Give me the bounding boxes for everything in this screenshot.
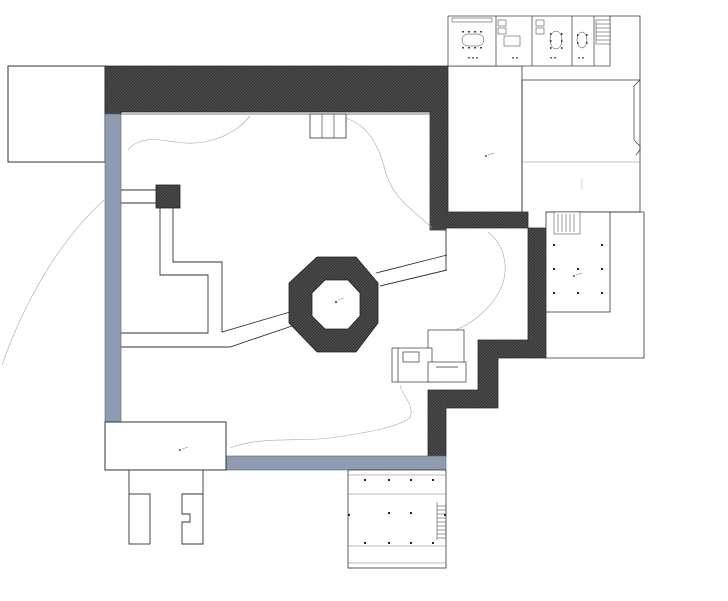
east-hall-columns (553, 244, 603, 294)
chairs (462, 31, 588, 49)
roof-band (104, 65, 547, 457)
square-pavilion (155, 184, 181, 209)
landscape-curve-south (229, 384, 412, 449)
courtyard-pavilion (391, 329, 467, 383)
south-pavilion (347, 469, 447, 569)
glass-wall-south (225, 455, 447, 471)
landscape-curve-north (127, 115, 251, 151)
desks (451, 17, 545, 35)
landscape-curve-southeast (454, 231, 506, 331)
walkway-system (121, 189, 448, 348)
octagonal-pavilion (288, 256, 379, 353)
annex-block-south-west (104, 421, 227, 471)
staircase-north (595, 19, 611, 45)
staircase-east (553, 211, 581, 235)
entrance-pavilion-north (309, 113, 347, 139)
landscape-curve-east (344, 117, 433, 229)
courtyard-outline (121, 113, 446, 231)
room-tags (468, 57, 584, 59)
east-building (447, 15, 645, 359)
site-boundary-curve (1, 199, 105, 366)
pier-right (181, 493, 204, 545)
pier-left (128, 493, 151, 545)
glass-wall-west (104, 113, 122, 423)
annex-block-top-left (7, 65, 106, 163)
east-room-markers (485, 152, 583, 277)
label-marker (179, 446, 189, 451)
